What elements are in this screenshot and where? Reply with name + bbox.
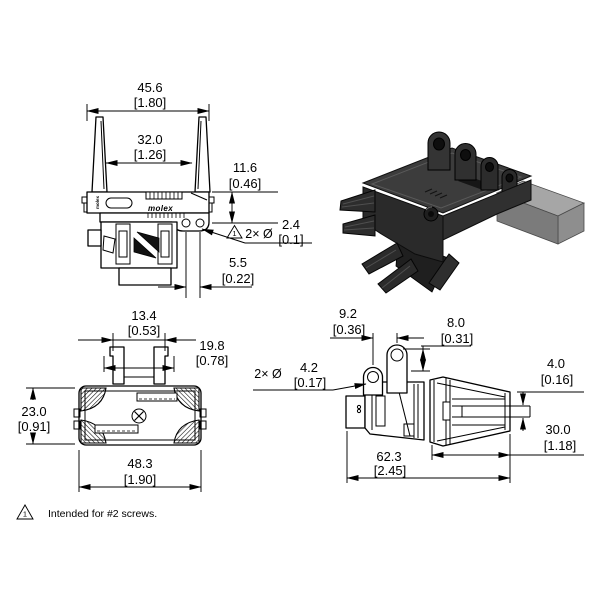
prong-left xyxy=(109,346,125,385)
svg-text:19.8: 19.8 xyxy=(199,338,224,353)
dim-prong-span: 19.8 [0.78] xyxy=(103,338,229,372)
brand-side-text: molex xyxy=(95,195,100,209)
dim-eyelet-offset: 8.0 [0.31] xyxy=(403,315,474,372)
svg-text:[1.26]: [1.26] xyxy=(134,147,167,162)
svg-text:4.0: 4.0 xyxy=(547,356,565,371)
center-tube xyxy=(442,401,531,421)
svg-text:62.3: 62.3 xyxy=(376,449,401,464)
svg-text:9.2: 9.2 xyxy=(339,306,357,321)
svg-text:[0.53]: [0.53] xyxy=(128,323,161,338)
nose-cone xyxy=(429,376,511,447)
rear-block xyxy=(345,395,366,429)
svg-text:[0.16]: [0.16] xyxy=(541,372,574,387)
callout-mount-holes: 1 2× Ø 2.4 [0.1] xyxy=(201,217,312,247)
grip-pad-tl xyxy=(80,387,107,412)
note-flag-number: 1 xyxy=(23,510,27,519)
svg-text:2.4: 2.4 xyxy=(282,217,300,232)
note-flag-triangle-icon xyxy=(16,504,34,520)
svg-text:23.0: 23.0 xyxy=(21,404,46,419)
dim-latch-inner-width: 32.0 [1.26] xyxy=(105,132,193,166)
svg-text:13.4: 13.4 xyxy=(131,308,156,323)
front-view: molex molex xyxy=(81,80,312,298)
svg-text:2× Ø: 2× Ø xyxy=(245,227,273,241)
dim-hole-spacing: 5.5 [0.22] xyxy=(158,232,254,298)
phillips-screw-icon xyxy=(131,408,147,424)
svg-text:8.0: 8.0 xyxy=(447,315,465,330)
body-outline xyxy=(78,385,202,446)
svg-text:[0.22]: [0.22] xyxy=(222,271,255,286)
grip-pad-br xyxy=(173,419,200,444)
dim-overall-width: 45.6 [1.80] xyxy=(86,80,210,121)
svg-text:2× Ø: 2× Ø xyxy=(254,367,282,381)
side-view: 9.2 [0.36] 8.0 [0.31] 2× Ø 4.2 [0.17] 4.… xyxy=(253,306,584,483)
front-view-part: molex molex xyxy=(81,116,215,286)
svg-text:45.6: 45.6 xyxy=(137,80,162,95)
svg-text:[1.90]: [1.90] xyxy=(124,472,157,487)
svg-text:48.3: 48.3 xyxy=(127,456,152,471)
bottom-view: 13.4 [0.53] 19.8 [0.78] 23.0 [0.91] 48.3… xyxy=(18,308,229,492)
svg-text:[0.17]: [0.17] xyxy=(294,375,327,390)
dim-overall-length: 62.3 [2.45] xyxy=(346,431,511,483)
dim-overall-width-bottom: 48.3 [1.90] xyxy=(78,450,202,492)
dim-body-height: 23.0 [0.91] xyxy=(18,387,75,445)
brand-logo: molex xyxy=(148,204,173,213)
iso-eyelets xyxy=(427,131,518,198)
svg-text:[0.46]: [0.46] xyxy=(229,176,262,191)
mount-hole-left xyxy=(181,218,191,228)
svg-text:30.0: 30.0 xyxy=(545,422,570,437)
oval-slot xyxy=(105,197,133,209)
iso-claw-arms xyxy=(339,189,460,294)
mount-hole-right xyxy=(195,218,205,228)
dim-tab-width: 13.4 [0.53] xyxy=(78,308,196,351)
note-text: Intended for #2 screws. xyxy=(48,508,157,520)
callout-eyelet-holes: 2× Ø 4.2 [0.17] xyxy=(253,360,367,391)
svg-text:32.0: 32.0 xyxy=(137,132,162,147)
svg-text:11.6: 11.6 xyxy=(233,160,257,175)
svg-text:4.2: 4.2 xyxy=(300,360,318,375)
svg-text:5.5: 5.5 xyxy=(229,255,247,270)
svg-text:[0.91]: [0.91] xyxy=(18,419,51,434)
svg-text:[0.1]: [0.1] xyxy=(278,232,303,247)
svg-text:[1.80]: [1.80] xyxy=(134,95,167,110)
prong-right xyxy=(153,346,169,385)
svg-text:[0.78]: [0.78] xyxy=(196,353,229,368)
svg-text:[0.36]: [0.36] xyxy=(333,322,366,337)
bottom-view-part xyxy=(73,346,207,446)
svg-text:[2.45]: [2.45] xyxy=(374,463,407,478)
dim-nose-length: 30.0 [1.18] xyxy=(431,422,584,483)
note: 1 Intended for #2 screws. xyxy=(16,504,157,520)
side-view-part xyxy=(345,344,531,447)
dim-eyelet-pitch: 9.2 [0.36] xyxy=(330,306,424,365)
latch-left xyxy=(91,116,108,193)
svg-text:1: 1 xyxy=(232,229,236,238)
svg-text:[1.18]: [1.18] xyxy=(544,438,577,453)
flag-triangle-icon xyxy=(226,224,243,239)
iso-view xyxy=(339,131,586,294)
latch-right xyxy=(194,116,211,193)
dim-tip-opening: 4.0 [0.16] xyxy=(517,356,584,431)
dim-flange-height: 11.6 [0.46] xyxy=(212,160,278,224)
svg-text:[0.31]: [0.31] xyxy=(441,331,474,346)
